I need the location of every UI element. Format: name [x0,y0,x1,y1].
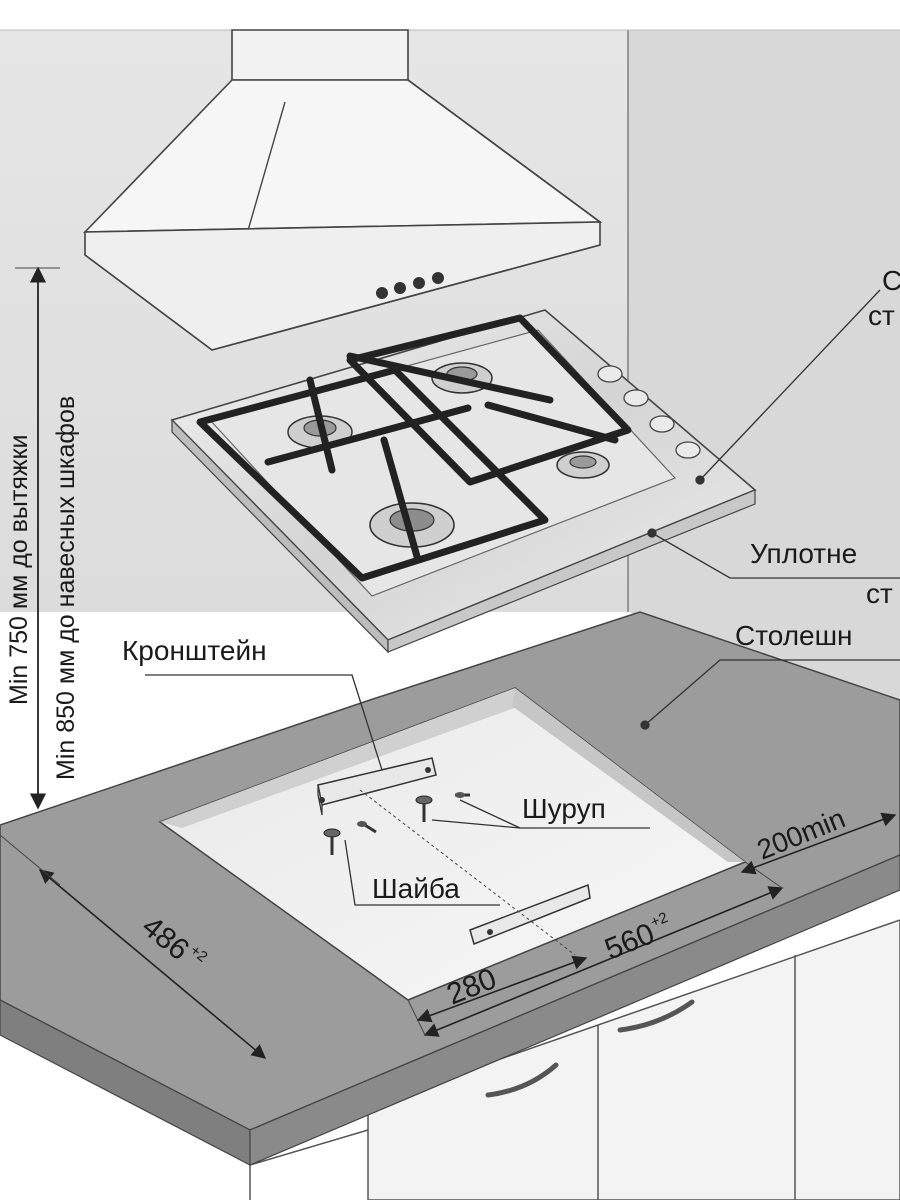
hood-control-buttons [376,272,444,299]
leader-lines [145,289,900,906]
label-countertop: Столешн [735,620,853,651]
label-top-callout: С [882,265,900,296]
hob-knobs [597,365,701,459]
pan-supports [196,314,632,582]
label-hood-clearance: Min 750 мм до вытяжки [5,434,33,705]
text-labels: Min 750 мм до вытяжки Min 850 мм до наве… [5,265,900,1011]
label-bracket: Кронштейн [122,635,267,666]
label-cabinet-clearance: Min 850 мм до навесных шкафов [52,396,80,780]
dimension-lines [0,812,897,1059]
label-top-callout-2: ст [868,300,895,331]
gas-hob [170,309,757,654]
label-screw: Шуруп [522,793,606,824]
screw-icon [455,792,470,798]
vertical-clearance-arrows [15,266,60,810]
washer-icon [323,828,341,855]
dim-width-tolerance: +2 [648,909,670,931]
label-seal-2: ст [866,578,893,609]
dim-depth-tolerance: +2 [187,942,211,966]
washer-icon [415,795,433,822]
screw-icon [357,820,377,834]
drawer-handle-icon [485,1062,559,1098]
label-washer: Шайба [372,873,460,904]
range-hood [83,29,603,351]
label-seal: Уплотне [750,538,857,569]
